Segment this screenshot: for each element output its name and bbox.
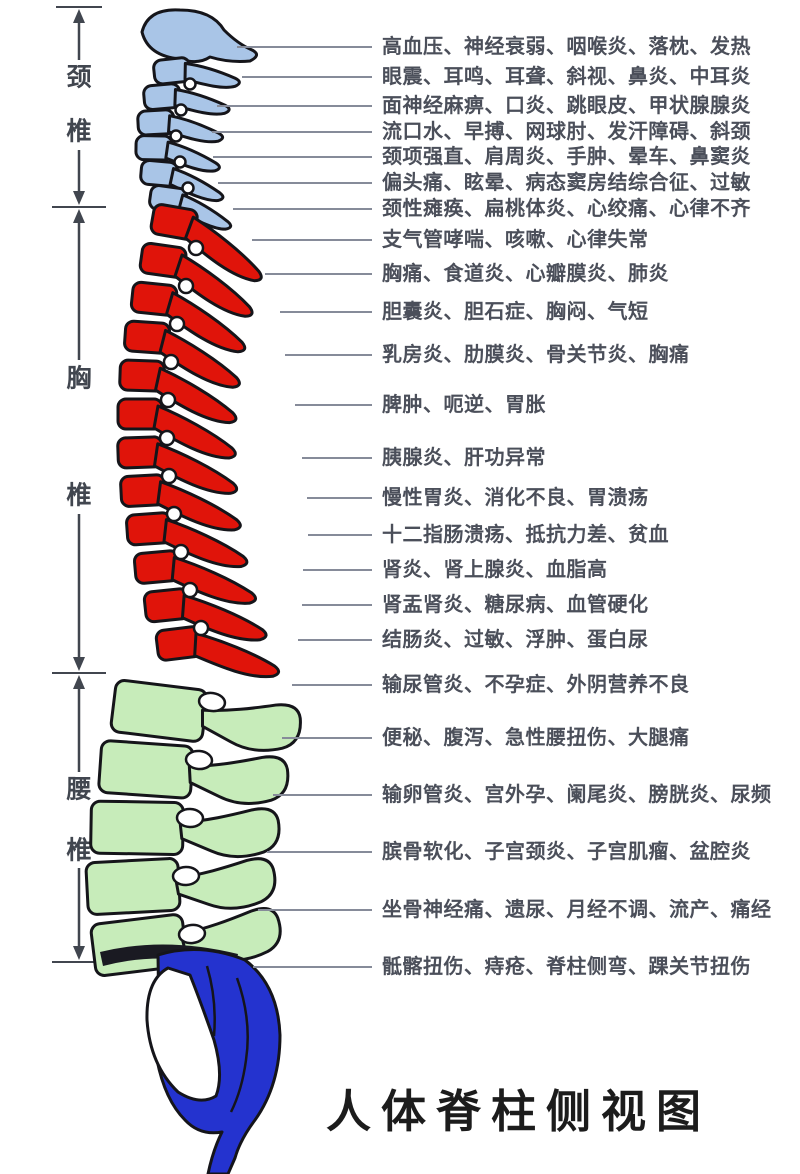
condition-row: 脾肿、呃逆、胃胀 [0, 390, 800, 420]
leader-line [217, 105, 372, 107]
leader-line [308, 534, 372, 536]
condition-label: 肾炎、肾上腺炎、血脂高 [382, 559, 608, 581]
condition-row: 慢性胃炎、消化不良、胃溃疡 [0, 483, 800, 513]
condition-row: 流口水、早搏、网球肘、发汗障碍、斜颈 [0, 117, 800, 147]
condition-label: 输尿管炎、不孕症、外阴营养不良 [382, 674, 690, 696]
region-label-cervical-1: 颈 [66, 65, 91, 92]
condition-label: 高血压、神经衰弱、咽喉炎、落枕、发热 [382, 36, 751, 58]
leader-line [265, 273, 372, 275]
condition-label: 胸痛、食道炎、心瓣膜炎、肺炎 [382, 263, 669, 285]
condition-label: 结肠炎、过敏、浮肿、蛋白尿 [382, 629, 649, 651]
sacrum-coccyx [100, 944, 282, 1174]
arrow-down-icon [73, 657, 85, 671]
region-label-cervical-2: 椎 [66, 118, 91, 146]
condition-row: 便秘、腹泻、急性腰扭伤、大腿痛 [0, 723, 800, 753]
condition-row: 膑骨软化、子宫颈炎、子宫肌瘤、盆腔炎 [0, 837, 800, 867]
condition-row: 坐骨神经痛、遗尿、月经不调、流产、痛经 [0, 895, 800, 925]
condition-row: 骶髂扭伤、痔疮、脊柱侧弯、踝关节扭伤 [0, 952, 800, 982]
condition-row: 乳房炎、肋膜炎、骨关节炎、胸痛 [0, 340, 800, 370]
condition-label: 眼震、耳鸣、耳聋、斜视、鼻炎、中耳炎 [382, 66, 751, 88]
leader-line [307, 497, 372, 499]
condition-label: 骶髂扭伤、痔疮、脊柱侧弯、踝关节扭伤 [382, 956, 751, 978]
condition-row: 胸痛、食道炎、心瓣膜炎、肺炎 [0, 259, 800, 289]
condition-row: 颈项强直、肩周炎、手肿、晕车、鼻窦炎 [0, 142, 800, 172]
leader-line [282, 737, 372, 739]
condition-row: 胆囊炎、胆石症、胸闷、气短 [0, 297, 800, 327]
spine-illustration: 颈 椎 胸 椎 腰 椎 [52, 6, 305, 1174]
condition-row: 颈性瘫痪、扁桃体炎、心绞痛、心律不齐 [0, 194, 800, 224]
leader-line [302, 457, 372, 459]
leader-line [213, 156, 372, 158]
condition-label: 颈性瘫痪、扁桃体炎、心绞痛、心律不齐 [382, 198, 751, 220]
condition-row: 支气管哮喘、咳嗽、心律失常 [0, 225, 800, 255]
condition-label: 胆囊炎、胆石症、胸闷、气短 [382, 301, 649, 323]
arrow-down-icon [73, 191, 85, 205]
region-label-lumbar-2: 椎 [66, 837, 91, 865]
condition-row: 结肠炎、过敏、浮肿、蛋白尿 [0, 625, 800, 655]
cervical-facets [169, 77, 197, 195]
condition-row: 肾盂肾炎、糖尿病、血管硬化 [0, 590, 800, 620]
condition-label: 十二指肠溃疡、抵抗力差、贫血 [382, 524, 669, 546]
condition-row: 输尿管炎、不孕症、外阴营养不良 [0, 670, 800, 700]
leader-line [252, 239, 372, 241]
region-label-thoracic-1: 胸 [66, 365, 91, 393]
condition-row: 偏头痛、眩晕、病态窦房结综合征、过敏 [0, 168, 800, 198]
leader-line [242, 76, 372, 78]
region-label-thoracic-2: 椎 [66, 482, 91, 510]
sacrum-detail-line [205, 965, 216, 1037]
condition-label: 流口水、早搏、网球肘、发汗障碍、斜颈 [382, 121, 751, 143]
condition-label: 偏头痛、眩晕、病态窦房结综合征、过敏 [382, 172, 751, 194]
condition-row: 肾炎、肾上腺炎、血脂高 [0, 555, 800, 585]
condition-label: 坐骨神经痛、遗尿、月经不调、流产、痛经 [382, 899, 772, 921]
condition-label: 乳房炎、肋膜炎、骨关节炎、胸痛 [382, 344, 690, 366]
thoracic-facets [158, 239, 210, 637]
leader-line [285, 354, 372, 356]
condition-row: 眼震、耳鸣、耳聋、斜视、鼻炎、中耳炎 [0, 62, 800, 92]
condition-row: 高血压、神经衰弱、咽喉炎、落枕、发热 [0, 32, 800, 62]
condition-label: 颈项强直、肩周炎、手肿、晕车、鼻窦炎 [382, 146, 751, 168]
pelvic-notch [145, 966, 221, 1102]
leader-line [237, 46, 372, 48]
condition-row: 面神经麻痹、口炎、跳眼皮、甲状腺腺炎 [0, 91, 800, 121]
region-label-lumbar-1: 腰 [65, 776, 91, 804]
region-brackets: 颈 椎 胸 椎 腰 椎 [52, 6, 106, 963]
sacrum-detail-line [229, 977, 249, 1113]
arrow-down-icon [73, 946, 85, 960]
condition-label: 脾肿、呃逆、胃胀 [382, 394, 546, 416]
condition-row: 十二指肠溃疡、抵抗力差、贫血 [0, 520, 800, 550]
condition-label: 便秘、腹泻、急性腰扭伤、大腿痛 [382, 727, 690, 749]
arrow-up-icon [73, 9, 85, 23]
leader-line [273, 794, 372, 796]
lumbar-facets [171, 691, 227, 945]
leader-line [258, 909, 372, 911]
leader-line [233, 208, 372, 210]
cervical-spine [134, 8, 258, 232]
leader-line [212, 131, 372, 133]
leader-line [302, 604, 372, 606]
leader-line [298, 639, 372, 641]
diagram-title: 人体脊柱侧视图 [326, 1087, 712, 1137]
leader-line [218, 182, 372, 184]
condition-label: 胰腺炎、肝功异常 [382, 447, 546, 469]
leader-line [267, 851, 372, 853]
leader-line [295, 404, 372, 406]
condition-label: 支气管哮喘、咳嗽、心律失常 [382, 229, 649, 251]
condition-label: 膑骨软化、子宫颈炎、子宫肌瘤、盆腔炎 [382, 841, 751, 863]
condition-row: 输卵管炎、宫外孕、阑尾炎、膀胱炎、尿频 [0, 780, 800, 810]
condition-label: 面神经麻痹、口炎、跳眼皮、甲状腺腺炎 [382, 95, 751, 117]
leader-line [303, 569, 372, 571]
arrow-up-icon [73, 675, 85, 689]
condition-label: 肾盂肾炎、糖尿病、血管硬化 [382, 594, 649, 616]
leader-line [253, 966, 372, 968]
condition-row: 胰腺炎、肝功异常 [0, 443, 800, 473]
arrow-up-icon [73, 209, 85, 223]
leader-line [292, 684, 372, 686]
leader-line [280, 311, 372, 313]
condition-label: 输卵管炎、宫外孕、阑尾炎、膀胱炎、尿频 [382, 784, 772, 806]
condition-label: 慢性胃炎、消化不良、胃溃疡 [382, 487, 649, 509]
